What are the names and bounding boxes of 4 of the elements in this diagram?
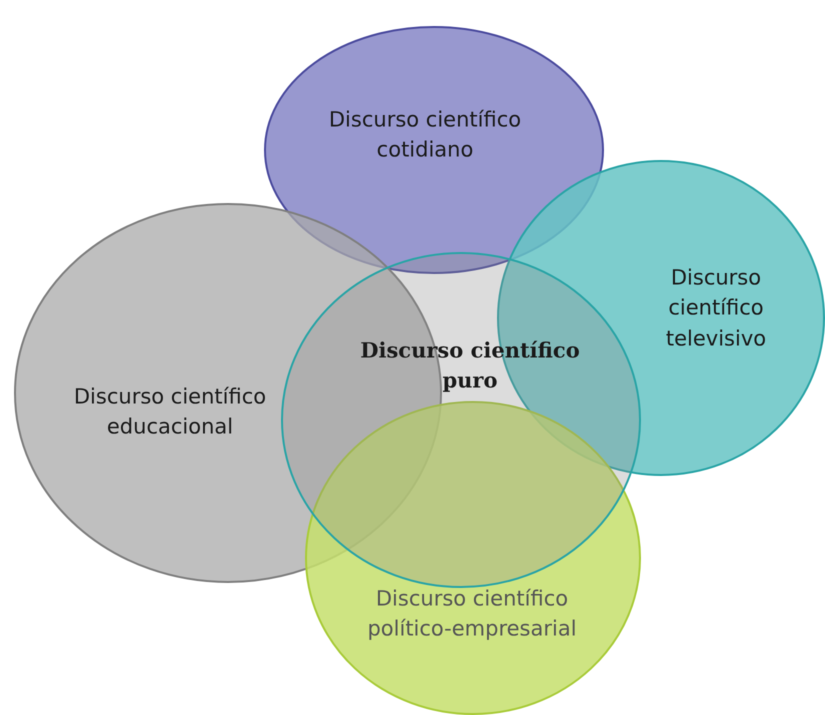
ellipse-label: Discurso científico educacional [72,384,268,441]
ellipse-label: Discurso científico televisivo [664,264,768,352]
ellipse-label: Discurso científico político-empresarial [366,586,578,643]
ellipse-label: Discurso científico cotidiano [328,106,522,164]
